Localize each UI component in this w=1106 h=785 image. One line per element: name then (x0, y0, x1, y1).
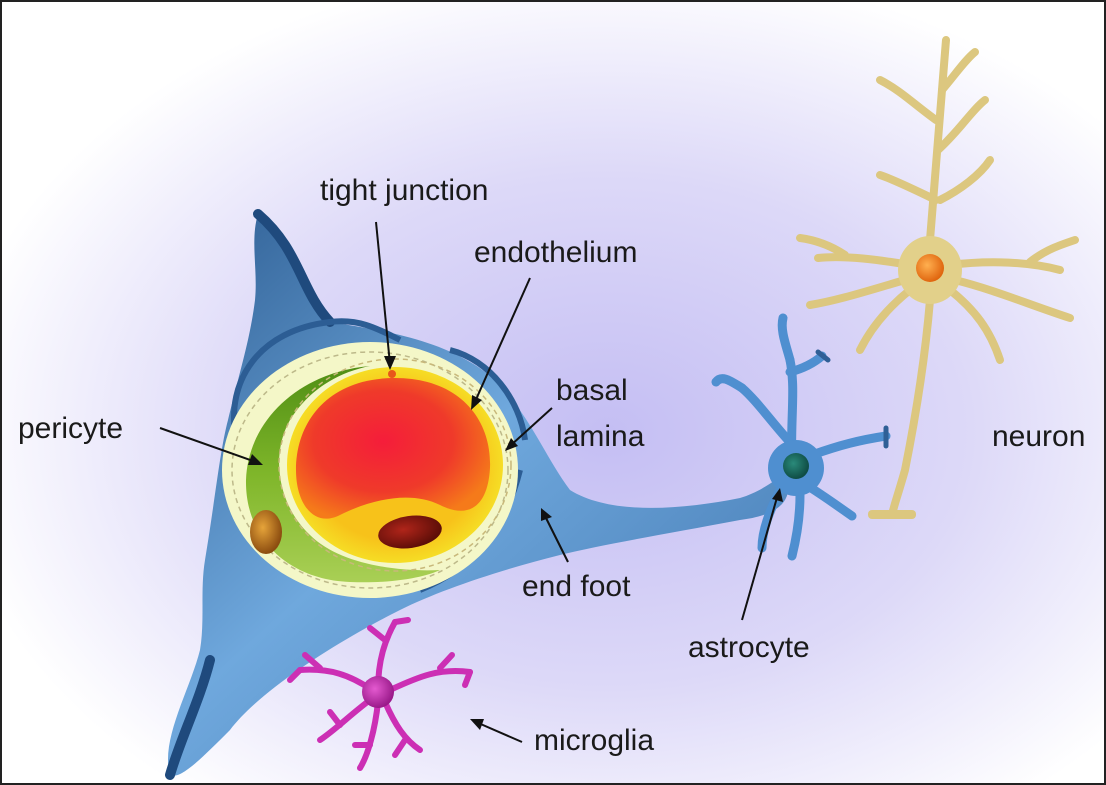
label-neuron: neuron (992, 420, 1085, 453)
microglia-nucleus (362, 676, 394, 708)
label-astrocyte: astrocyte (688, 631, 810, 664)
label-basal-lamina-line2: lamina (556, 420, 645, 453)
tight-junction-marker (388, 370, 396, 378)
neuron-nucleus (916, 254, 944, 282)
label-end-foot: end foot (522, 570, 631, 603)
astrocyte-nucleus (783, 453, 809, 479)
label-pericyte: pericyte (18, 412, 123, 445)
label-tight-junction: tight junction (320, 174, 488, 207)
label-endothelium: endothelium (474, 236, 637, 269)
label-basal-lamina-line1: basal (556, 374, 628, 407)
pericyte-nucleus (250, 510, 282, 554)
label-microglia: microglia (534, 724, 654, 757)
